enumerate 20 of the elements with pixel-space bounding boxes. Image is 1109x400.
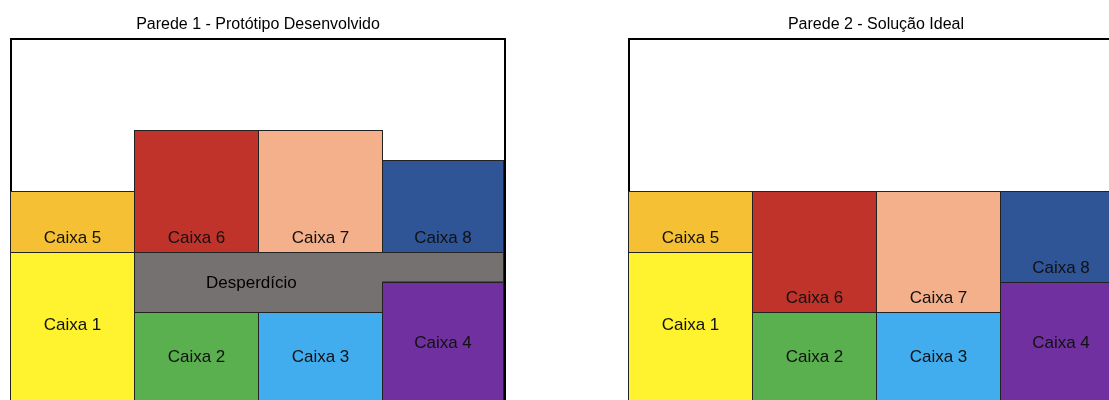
wall-title: Parede 2 - Solução Ideal: [787, 14, 965, 34]
box: Caixa 7: [876, 191, 1001, 313]
box: Caixa 4: [382, 282, 504, 400]
box: Caixa 6: [134, 130, 259, 253]
box: Caixa 8: [1000, 191, 1109, 283]
box: Caixa 3: [258, 312, 383, 400]
box: Caixa 1: [10, 252, 135, 400]
box: Caixa 1: [628, 252, 753, 400]
box: Caixa 7: [258, 130, 383, 253]
box-label: Desperdício: [206, 272, 297, 293]
box: Caixa 3: [876, 312, 1001, 400]
box: Caixa 5: [628, 191, 753, 253]
box: Caixa 8: [382, 160, 504, 253]
box: Caixa 5: [10, 191, 135, 253]
wall-title: Parede 1 - Protótipo Desenvolvido: [136, 14, 380, 34]
box: Caixa 2: [134, 312, 259, 400]
box: Caixa 6: [752, 191, 877, 313]
box: Caixa 4: [1000, 282, 1109, 400]
box: Caixa 2: [752, 312, 877, 400]
waste-area: [134, 252, 504, 313]
